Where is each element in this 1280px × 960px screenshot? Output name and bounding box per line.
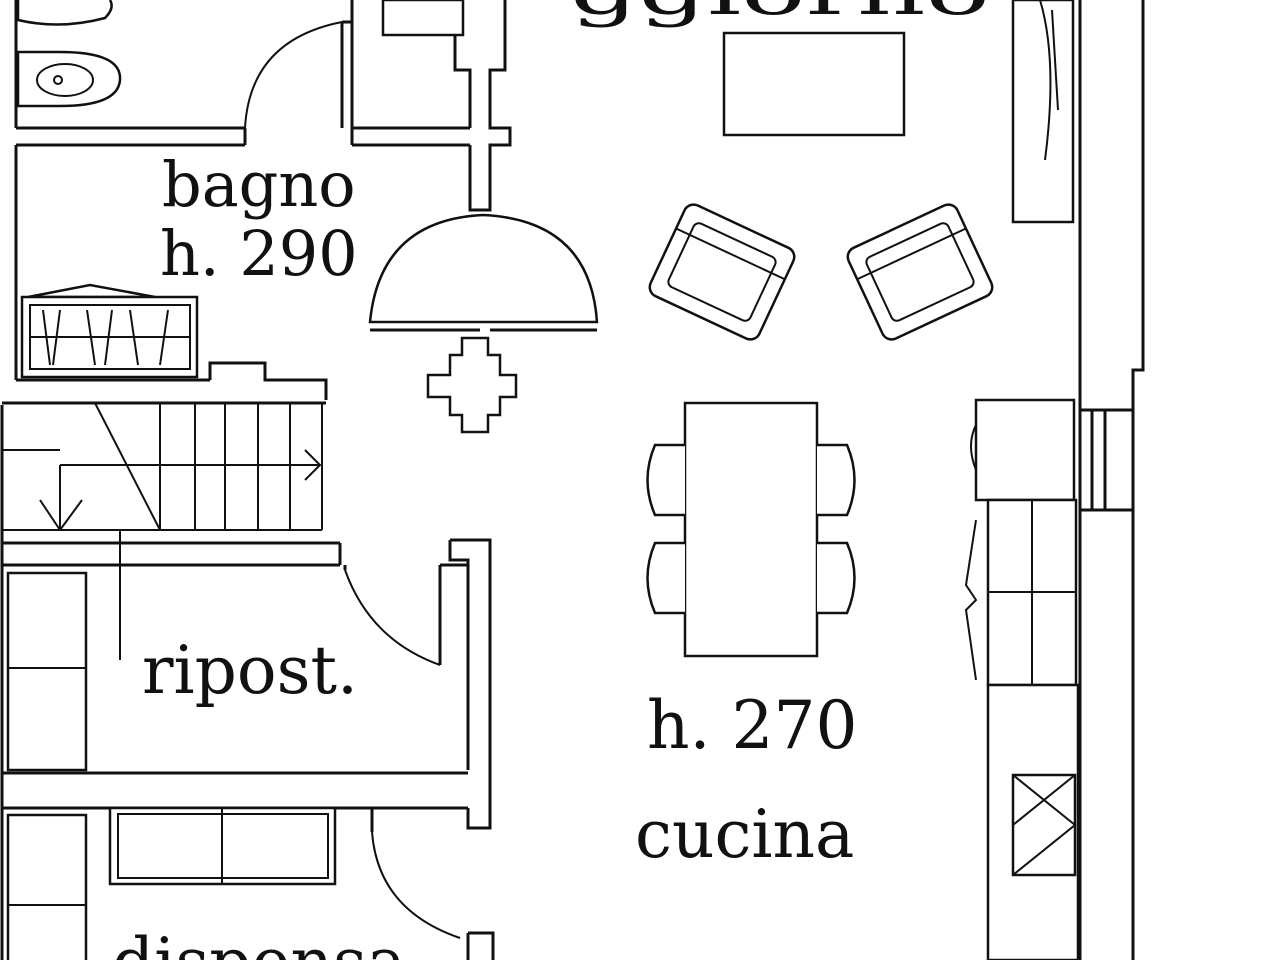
bathroom-height-label: h. 290 — [160, 217, 358, 290]
sink — [1011, 773, 1077, 877]
entrance — [368, 213, 599, 434]
bathroom-fixtures — [16, 0, 465, 129]
kitchen-units — [964, 398, 1080, 960]
coffee-table — [722, 31, 906, 137]
chair-2 — [646, 541, 685, 615]
armchair-left — [648, 203, 796, 341]
toilet-icon — [16, 0, 113, 26]
storage-door — [344, 569, 441, 666]
bathroom-name-label: bagno — [162, 148, 356, 221]
chair-1 — [646, 443, 685, 517]
kitchen-height-label: h. 270 — [647, 687, 857, 764]
fridge — [974, 398, 1076, 502]
pantry-shelves — [6, 806, 461, 960]
entrance-door — [368, 213, 599, 324]
living-furniture — [648, 0, 1075, 341]
kitchen-name-label: cucina — [635, 796, 854, 873]
walls — [0, 0, 1145, 960]
room-labels: ggiorno bagno h. 290 ripost. h. 270 cuci… — [112, 0, 990, 960]
coat-stand-icon — [426, 336, 518, 434]
living-room-label: ggiorno — [570, 0, 990, 29]
shower-tray — [381, 0, 465, 37]
bidet-icon — [16, 50, 122, 108]
pantry-door — [371, 831, 461, 939]
tv-cabinet — [1011, 0, 1075, 224]
pantry-label: dispensa — [112, 924, 406, 960]
chair-3 — [817, 443, 856, 517]
wardrobe — [20, 283, 199, 379]
dining-set — [646, 401, 856, 658]
storage-shelves — [6, 565, 441, 772]
dining-table — [683, 401, 819, 658]
chair-4 — [817, 541, 856, 615]
storage-room-label: ripost. — [142, 632, 358, 709]
bathroom-door — [244, 21, 343, 129]
armchair-right — [846, 203, 994, 341]
staircase — [2, 402, 323, 660]
